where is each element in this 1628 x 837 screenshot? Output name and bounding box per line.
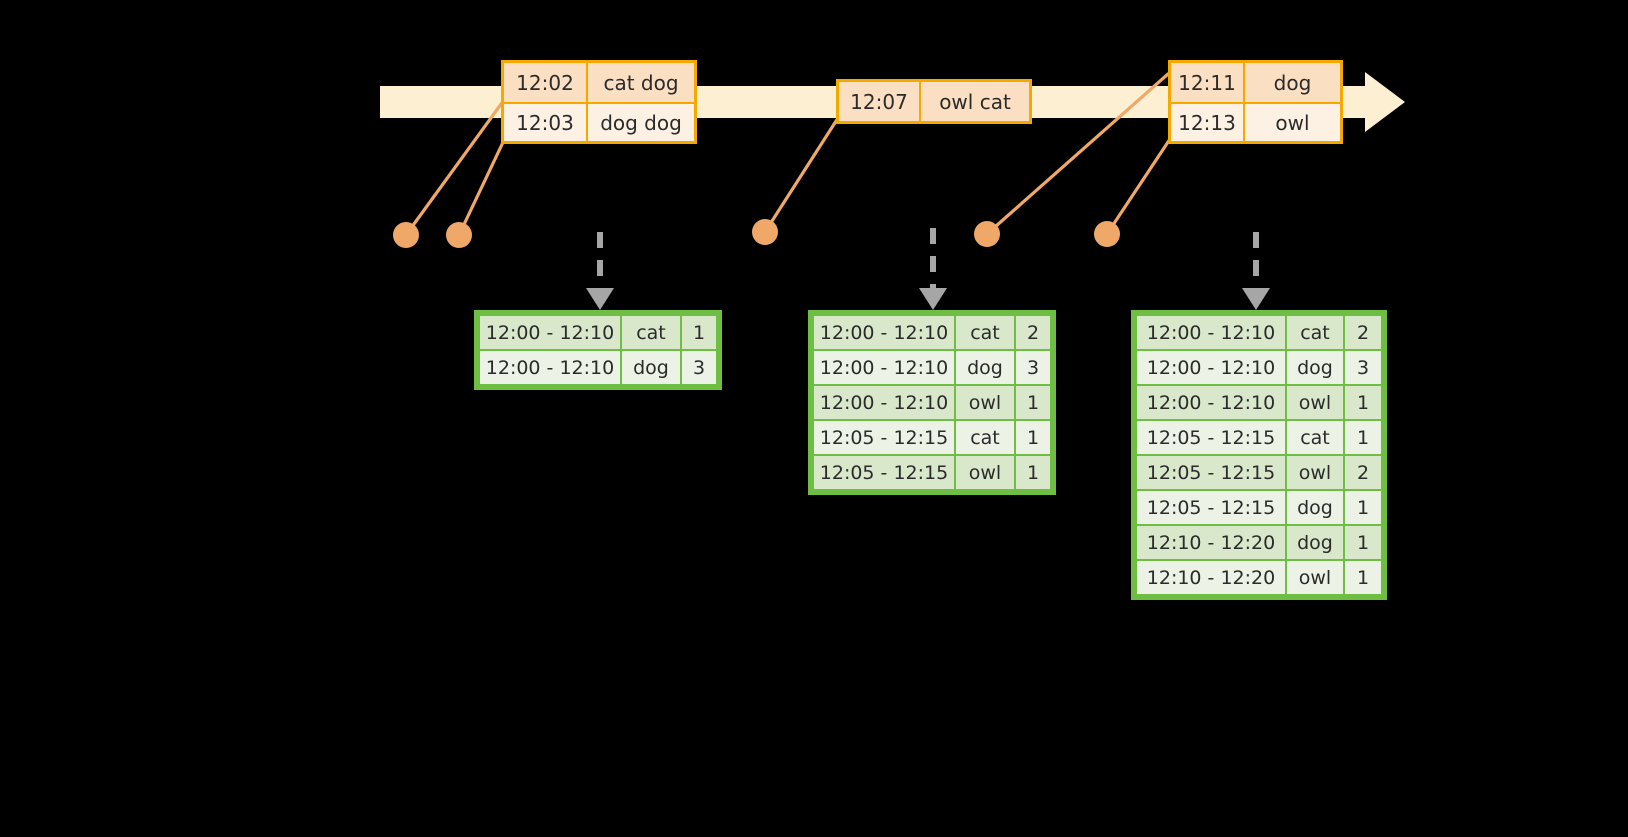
window-cell: 12:05 - 12:15 [1137,456,1285,489]
word-cell: owl [956,456,1014,489]
window-cell: 12:10 - 12:20 [1137,526,1285,559]
event-row[interactable]: 12:02 cat dog [504,63,694,102]
event-row[interactable]: 12:11 dog [1171,63,1340,102]
dashed-arrows [597,228,1259,288]
word-cell: dog [1287,351,1343,384]
window-cell: 12:10 - 12:20 [1137,561,1285,594]
event-time: 12:13 [1171,104,1245,141]
word-cell: dog [956,351,1014,384]
event-words: dog dog [600,110,682,135]
word-cell: dog [622,351,680,384]
word-cell: owl [1287,561,1343,594]
count-cell: 1 [682,316,716,349]
word-cell: cat [956,316,1014,349]
word-cell: owl [1287,386,1343,419]
count-cell: 1 [1345,561,1381,594]
count-cell: 1 [1345,526,1381,559]
count-cell: 2 [1345,456,1381,489]
event-row[interactable]: 12:03 dog dog [504,102,694,141]
window-cell: 12:00 - 12:10 [814,316,954,349]
word-cell: dog [1287,491,1343,524]
connector-dot-1 [393,222,419,248]
connector-dot-4 [974,221,1000,247]
event-time: 12:03 [504,104,588,141]
connector-dot-5 [1094,221,1120,247]
window-cell: 12:00 - 12:10 [814,351,954,384]
window-cell: 12:00 - 12:10 [1137,351,1285,384]
word-cell: owl [956,386,1014,419]
word-cell: cat [1287,316,1343,349]
event-time: 12:02 [504,63,588,102]
word-cell: cat [956,421,1014,454]
count-cell: 3 [1345,351,1381,384]
count-cell: 1 [1345,386,1381,419]
count-cell: 3 [682,351,716,384]
event-words: cat dog [603,70,679,95]
window-cell: 12:00 - 12:10 [814,386,954,419]
event-time: 12:07 [839,82,921,121]
event-words: dog [1273,70,1312,95]
word-cell: owl [1287,456,1343,489]
event-row[interactable]: 12:07 owl cat [839,82,1029,121]
event-words: owl cat [939,89,1011,114]
window-cell: 12:00 - 12:10 [480,316,620,349]
event-row[interactable]: 12:13 owl [1171,102,1340,141]
count-cell: 1 [1016,456,1050,489]
window-cell: 12:05 - 12:15 [814,421,954,454]
connector-dot-3 [752,219,778,245]
window-cell: 12:00 - 12:10 [1137,386,1285,419]
count-cell: 3 [1016,351,1050,384]
event-words: owl [1275,110,1310,135]
count-cell: 2 [1016,316,1050,349]
word-cell: cat [622,316,680,349]
count-cell: 1 [1345,421,1381,454]
count-cell: 1 [1016,386,1050,419]
connector-dots [393,219,1120,248]
window-cell: 12:00 - 12:10 [1137,316,1285,349]
event-box-1[interactable]: 12:02 cat dog 12:03 dog dog [501,60,697,144]
count-cell: 1 [1345,491,1381,524]
event-time: 12:11 [1171,63,1245,102]
connector-dot-2 [446,222,472,248]
event-box-2[interactable]: 12:07 owl cat [836,79,1032,124]
count-cell: 2 [1345,316,1381,349]
window-cell: 12:05 - 12:15 [1137,491,1285,524]
window-cell: 12:05 - 12:15 [814,456,954,489]
word-cell: cat [1287,421,1343,454]
word-cell: dog [1287,526,1343,559]
window-cell: 12:00 - 12:10 [480,351,620,384]
count-cell: 1 [1016,421,1050,454]
event-box-3[interactable]: 12:11 dog 12:13 owl [1168,60,1343,144]
dashed-arrow-heads [586,288,1270,310]
window-cell: 12:05 - 12:15 [1137,421,1285,454]
